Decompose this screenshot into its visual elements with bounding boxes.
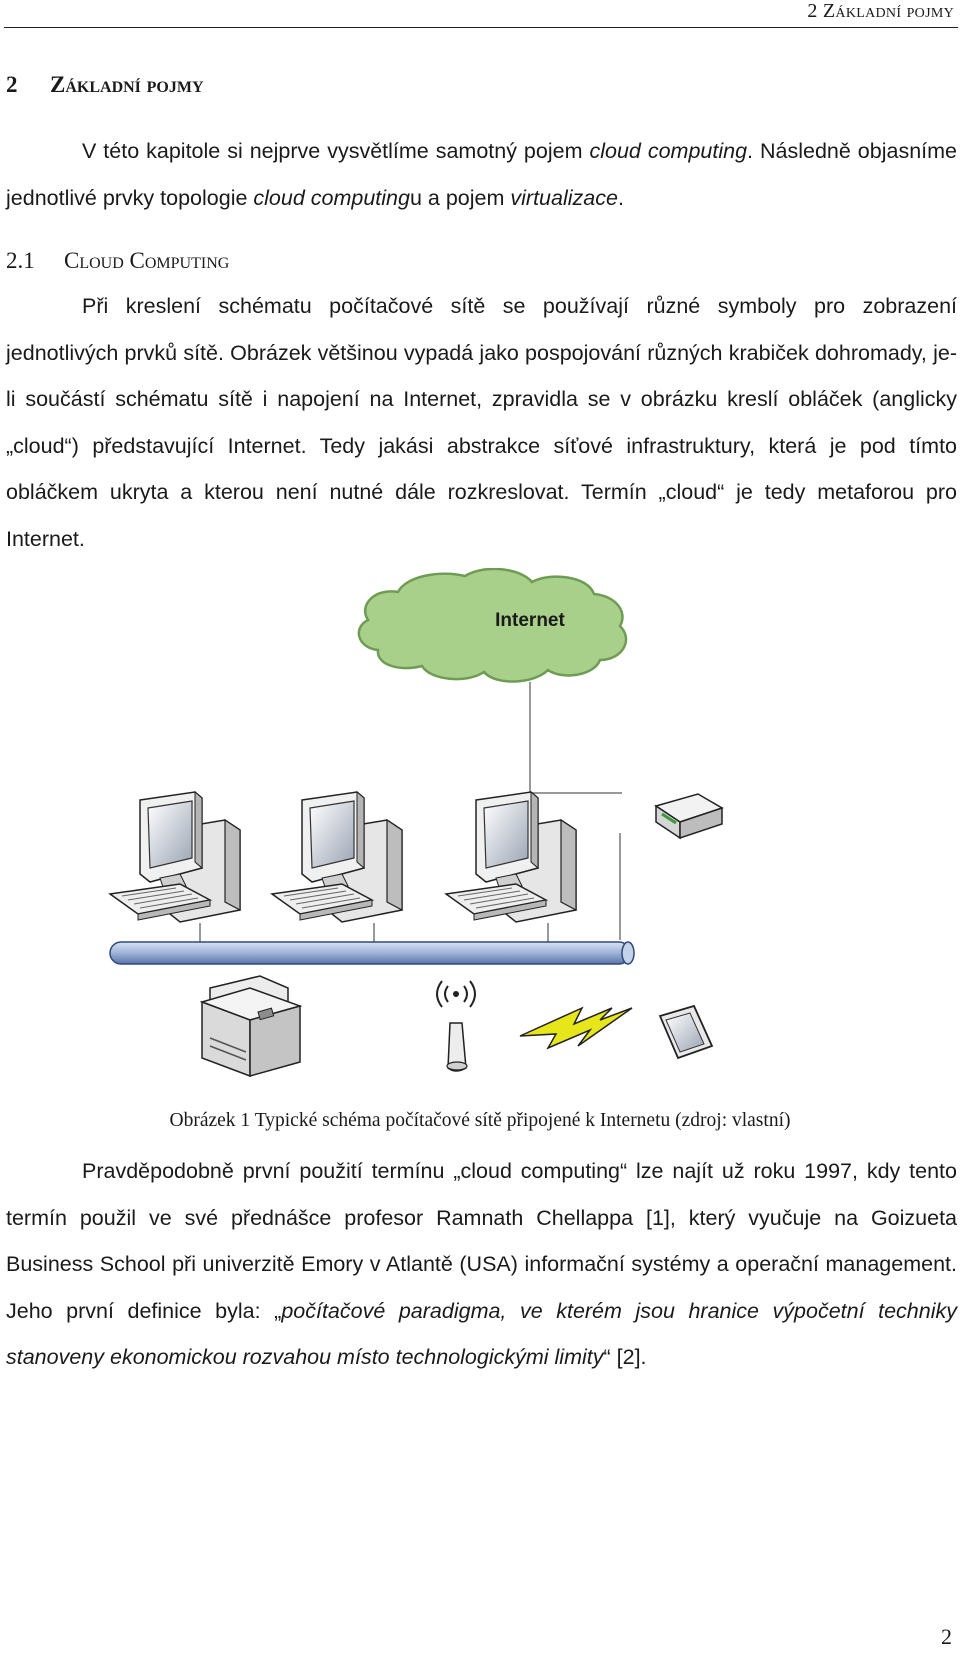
tablet-icon [658,1004,714,1060]
running-head: 2 Základní pojmy [807,0,954,22]
header-rule [4,27,958,28]
section-title: Cloud Computing [64,248,230,273]
figure-caption: Obrázek 1 Typické schéma počítačové sítě… [169,1110,791,1131]
network-diagram: Internet [100,567,740,1088]
chapter-title: Základní pojmy [50,72,204,97]
computer-icon-3 [445,791,577,923]
page-number: 2 [941,1624,952,1649]
computer-icon-1 [109,791,241,923]
chapter-number: 2 [6,72,18,97]
body-paragraph-2: Pravděpodobně první použití termínu „clo… [6,1159,957,1369]
access-point-icon [436,980,476,1072]
intro-paragraph: V této kapitole si nejprve vysvětlíme sa… [6,139,957,210]
network-bus [109,941,635,965]
section-heading: 2.1 Cloud Computing [6,248,229,274]
computer-icon-2 [271,791,403,923]
internet-cloud [357,567,628,683]
chapter-heading: 2 Základní pojmy [6,72,204,98]
wireless-signal-bolt [519,1006,633,1050]
cloud-label: Internet [495,610,565,631]
section-number: 2.1 [6,248,35,273]
body-paragraph-1: Při kreslení schématu počítačové sítě se… [6,294,957,551]
printer-icon [199,975,303,1078]
router-icon [654,793,724,840]
